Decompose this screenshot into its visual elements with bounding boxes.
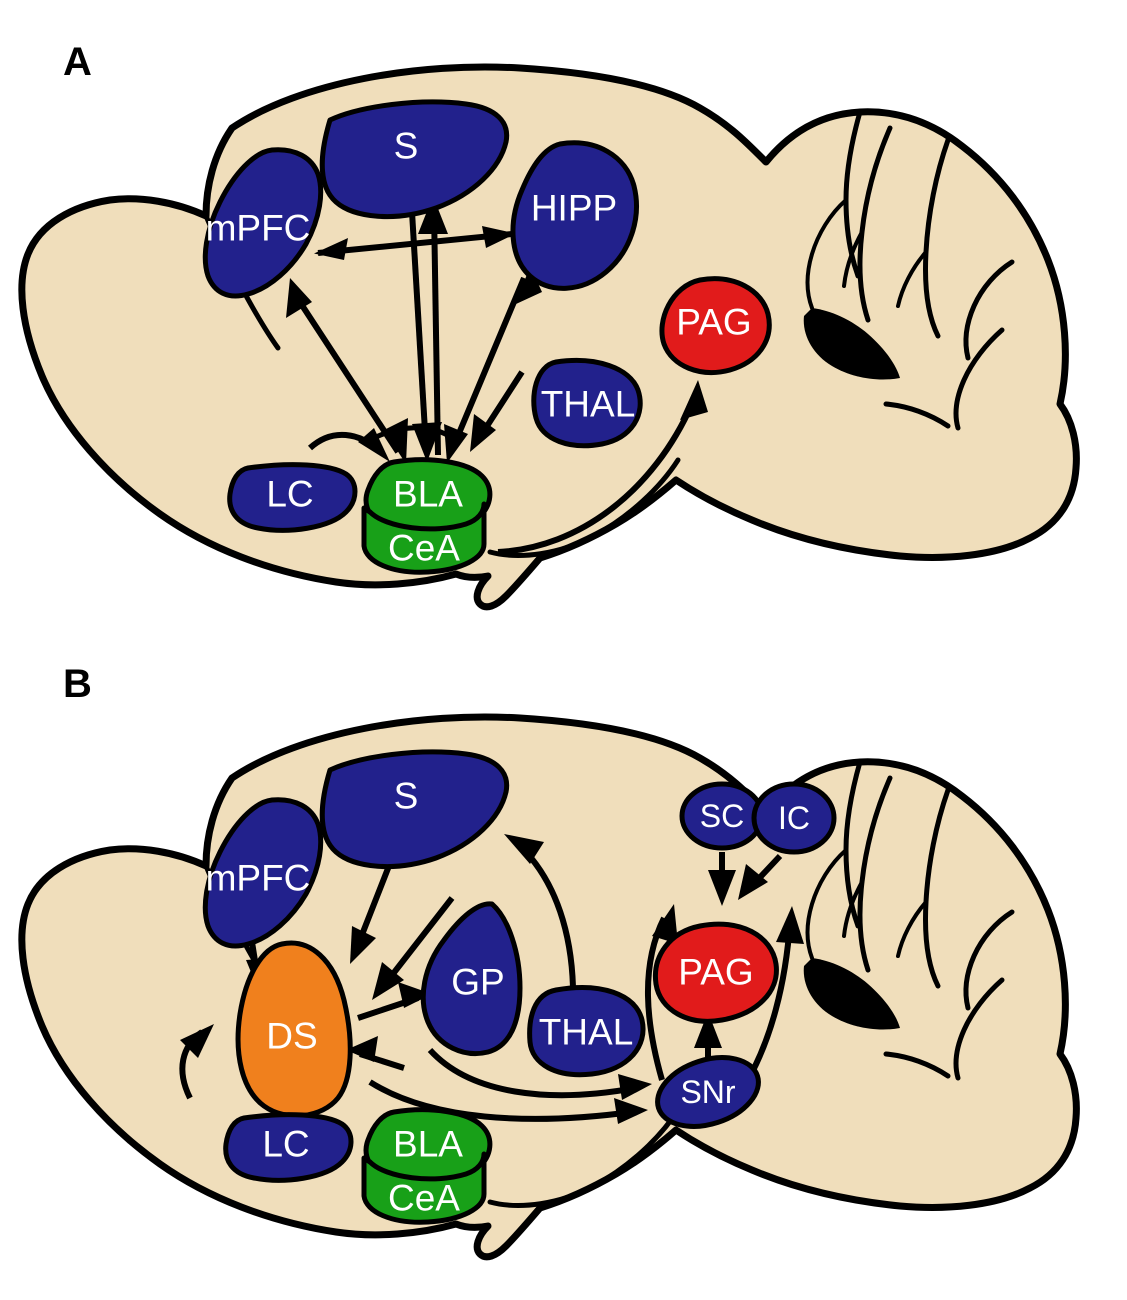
region-lc-a[interactable]: LC	[227, 462, 358, 533]
regions-b: mPFC S SC IC PAG GP	[202, 749, 837, 1225]
region-label-hipp-a: HIPP	[531, 188, 617, 229]
region-label-s-b: S	[394, 776, 419, 817]
connections-a	[286, 177, 708, 555]
connection-lc-bla	[307, 428, 390, 462]
region-hipp-a[interactable]: HIPP	[510, 140, 639, 291]
region-label-cea-b: CeA	[388, 1178, 460, 1219]
connection-bla-s	[418, 196, 448, 456]
region-gp-b[interactable]: GP	[420, 901, 523, 1056]
region-label-bla-a: BLA	[393, 474, 463, 515]
region-s-a[interactable]: S	[319, 99, 510, 219]
connection-mpfc-bla	[286, 278, 408, 464]
region-label-lc-b: LC	[262, 1124, 309, 1165]
region-snr-b[interactable]: SNr	[649, 1045, 768, 1138]
panel-label-b: B	[63, 662, 92, 706]
connection-snr-sc[interactable]	[645, 904, 678, 1081]
region-label-mpfc-a: mPFC	[206, 208, 311, 249]
connection-cea-pag	[497, 380, 708, 555]
region-label-cea-a: CeA	[388, 528, 460, 569]
connection-ds-snr[interactable]	[368, 1079, 648, 1124]
connection-bla-ds[interactable]	[346, 1036, 405, 1071]
region-label-snr-b: SNr	[680, 1074, 735, 1110]
connection-thal-bla	[470, 370, 525, 452]
region-bla-a[interactable]: BLA	[363, 457, 493, 535]
connection-thal-ds[interactable]	[372, 896, 455, 1000]
connection-gp-snr[interactable]	[427, 1047, 652, 1100]
region-lc-b[interactable]: LC	[223, 1112, 354, 1183]
region-cea-a[interactable]: CeA	[361, 501, 487, 575]
region-label-bla-b: BLA	[393, 1124, 463, 1165]
region-thal-a[interactable]: THAL	[531, 357, 643, 449]
connection-s-bla	[407, 177, 442, 462]
region-label-pag-a: PAG	[676, 302, 751, 343]
region-thal-b[interactable]: THAL	[527, 985, 646, 1078]
regions-a: mPFC S HIPP PAG THAL LC	[202, 99, 772, 575]
connection-hipp-bla	[444, 266, 542, 463]
region-label-thal-a: THAL	[541, 384, 636, 425]
connection-ic-pag[interactable]	[738, 853, 783, 900]
panel-a-diagram: mPFC S HIPP PAG THAL LC	[18, 63, 1080, 611]
region-mpfc-b[interactable]: mPFC	[202, 797, 324, 949]
region-s-b[interactable]: S	[319, 749, 510, 869]
region-mpfc-a[interactable]: mPFC	[202, 147, 324, 299]
region-cea-b[interactable]: CeA	[361, 1151, 487, 1225]
region-label-thal-b: THAL	[539, 1012, 634, 1053]
region-label-ic-b: IC	[778, 800, 810, 836]
brain-outline-b	[18, 713, 1080, 1261]
region-pag-a[interactable]: PAG	[659, 276, 772, 375]
region-pag-b[interactable]: PAG	[652, 921, 779, 1024]
region-sc-b[interactable]: SC	[679, 781, 765, 851]
region-ds-b[interactable]: DS	[235, 940, 353, 1119]
panel-b-diagram: mPFC S SC IC PAG GP	[18, 713, 1080, 1261]
connection-lc-ds[interactable]	[179, 1024, 214, 1100]
region-label-gp-b: GP	[451, 962, 504, 1003]
region-label-lc-a: LC	[266, 474, 313, 515]
region-label-s-a: S	[394, 126, 419, 167]
region-label-sc-b: SC	[700, 798, 744, 834]
connection-sc-pag[interactable]	[708, 852, 736, 906]
panel-label-a: A	[63, 40, 92, 84]
region-label-pag-b: PAG	[678, 952, 753, 993]
connection-ds-gp[interactable]	[357, 982, 432, 1021]
region-label-mpfc-b: mPFC	[206, 858, 311, 899]
region-label-ds-b: DS	[266, 1016, 317, 1057]
region-ic-b[interactable]: IC	[751, 781, 837, 855]
